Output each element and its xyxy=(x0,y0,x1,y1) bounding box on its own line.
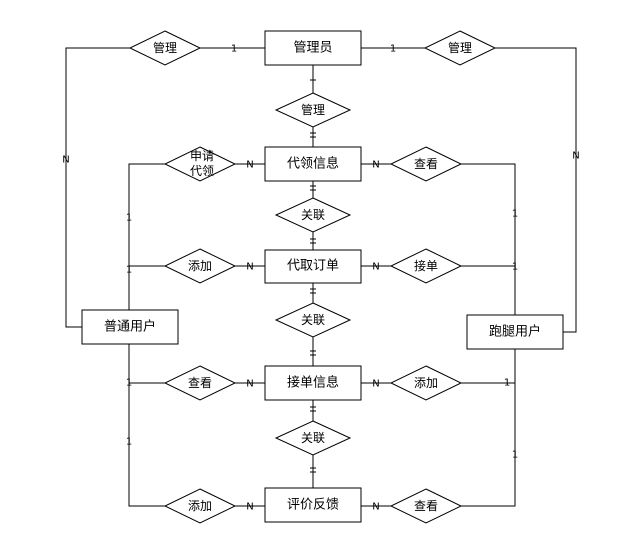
relation-add-accept-label: 添加 xyxy=(414,376,438,390)
relation-link-3[interactable]: 关联 xyxy=(274,420,352,456)
edge-runner-feedback-bus xyxy=(461,349,516,507)
relation-view-feedback[interactable]: 查看 xyxy=(389,488,463,524)
edge-manage-right-runner xyxy=(495,47,577,333)
relation-link-1[interactable]: 关联 xyxy=(274,197,352,233)
relation-manage-mid-label: 管理 xyxy=(301,102,325,117)
relation-manage-right[interactable]: 管理 xyxy=(423,30,497,66)
relation-manage-mid[interactable]: 管理 xyxy=(274,92,352,128)
relation-add-feedback-label: 添加 xyxy=(188,499,212,513)
card-user-n: N xyxy=(62,155,69,166)
relation-view-proxy[interactable]: 查看 xyxy=(389,146,463,182)
entity-runner-label: 跑腿用户 xyxy=(489,324,541,340)
relation-apply-proxy-line1: 申请 xyxy=(190,149,214,163)
spine-markers xyxy=(310,79,316,473)
card-user-side-1d: 1 xyxy=(126,437,132,448)
card-accept-add-n: N xyxy=(372,379,379,390)
card-accept-view-n: N xyxy=(246,379,253,390)
relation-view-accept-label: 查看 xyxy=(188,376,212,390)
entity-user[interactable]: 普通用户 xyxy=(81,309,179,345)
relation-link-1-label: 关联 xyxy=(301,208,325,222)
relation-take-order[interactable]: 接单 xyxy=(389,248,463,284)
edge-manage-left-user xyxy=(65,47,130,328)
entity-runner[interactable]: 跑腿用户 xyxy=(466,314,564,350)
entity-feedback-label: 评价反馈 xyxy=(287,498,339,513)
card-runner-n: N xyxy=(572,151,579,162)
entity-feedback[interactable]: 评价反馈 xyxy=(264,487,362,523)
entity-order[interactable]: 代取订单 xyxy=(264,249,362,284)
connector-lines xyxy=(65,47,577,507)
entity-proxy-info-label: 代领信息 xyxy=(287,156,339,172)
entity-proxy-info[interactable]: 代领信息 xyxy=(264,146,362,182)
entity-admin-label: 管理员 xyxy=(293,41,332,56)
relation-manage-right-label: 管理 xyxy=(448,40,472,55)
relation-apply-proxy-line2: 代领 xyxy=(190,164,214,178)
entity-order-label: 代取订单 xyxy=(287,259,339,274)
edge-user-apply xyxy=(128,163,165,310)
relation-manage-left-label: 管理 xyxy=(153,40,177,55)
entity-user-label: 普通用户 xyxy=(104,319,156,335)
relation-add-accept[interactable]: 添加 xyxy=(389,365,463,401)
card-user-side-1c: 1 xyxy=(126,378,132,389)
card-runner-side-1a: 1 xyxy=(512,209,518,220)
relation-manage-left[interactable]: 管理 xyxy=(128,30,202,66)
card-user-side-1b: 1 xyxy=(126,265,132,276)
edge-runner-view-proxy xyxy=(461,163,516,315)
relation-link-3-label: 关联 xyxy=(301,431,325,445)
card-admin-left: 1 xyxy=(231,44,237,55)
relation-link-2[interactable]: 关联 xyxy=(274,302,352,338)
card-feedback-view-n: N xyxy=(372,502,379,513)
card-order-take-n: N xyxy=(372,262,379,273)
relation-take-order-label: 接单 xyxy=(414,258,438,273)
card-runner-side-1d: 1 xyxy=(512,450,518,461)
relation-add-feedback[interactable]: 添加 xyxy=(163,488,237,524)
card-proxy-apply-n: N xyxy=(246,160,253,171)
card-order-add-n: N xyxy=(246,262,253,273)
entity-accept-info-label: 接单信息 xyxy=(287,375,339,391)
relation-add-order-label: 添加 xyxy=(188,259,212,273)
card-runner-side-1b: 1 xyxy=(512,262,518,273)
entity-admin[interactable]: 管理员 xyxy=(264,30,362,66)
card-admin-right: 1 xyxy=(390,44,396,55)
cardinality-labels: 1 1 N N N N 1 1 N N 1 1 1 N N 1 1 N N 1 xyxy=(62,44,579,513)
relation-link-2-label: 关联 xyxy=(301,313,325,327)
card-user-side-1a: 1 xyxy=(126,213,132,224)
card-feedback-add-n: N xyxy=(246,502,253,513)
card-runner-side-1c: 1 xyxy=(504,378,510,389)
card-proxy-view-n: N xyxy=(372,160,379,171)
entity-accept-info[interactable]: 接单信息 xyxy=(264,365,362,401)
relation-view-accept[interactable]: 查看 xyxy=(163,365,237,401)
relation-view-proxy-label: 查看 xyxy=(414,157,438,171)
relation-add-order[interactable]: 添加 xyxy=(163,248,237,284)
relation-apply-proxy[interactable]: 申请 代领 xyxy=(163,146,237,182)
edge-user-feedback-bus xyxy=(128,344,165,507)
relation-view-feedback-label: 查看 xyxy=(414,499,438,513)
